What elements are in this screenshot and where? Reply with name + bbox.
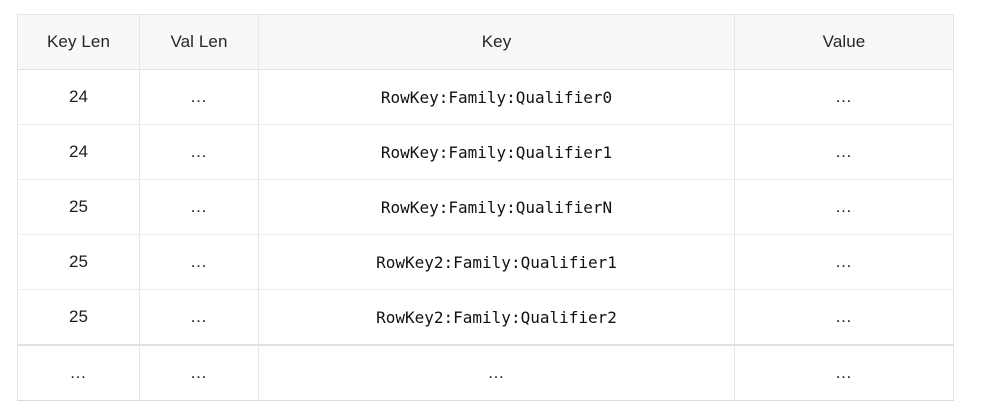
cell-key-len: 25 [17, 234, 140, 290]
cell-key-len: … [17, 344, 140, 401]
cell-key: RowKey2:Family:Qualifier2 [258, 289, 735, 346]
cell-key-len: 24 [17, 69, 140, 125]
cell-key: RowKey:Family:Qualifier0 [258, 69, 735, 125]
column-header-key: Key [258, 14, 735, 70]
cell-value: … [734, 124, 954, 180]
cell-val-len: … [139, 289, 259, 346]
cell-value: … [734, 69, 954, 125]
key-value-table-container: Key Len Val Len Key Value 24 … RowKey:Fa… [17, 14, 954, 401]
column-header-val-len: Val Len [139, 14, 259, 70]
cell-key-len: 25 [17, 289, 140, 346]
cell-val-len: … [139, 69, 259, 125]
cell-value: … [734, 344, 954, 401]
cell-val-len: … [139, 124, 259, 180]
table-row: 24 … RowKey:Family:Qualifier1 … [17, 124, 954, 180]
table-header-row: Key Len Val Len Key Value [17, 14, 954, 70]
table-row-continuation: … … … … [17, 344, 954, 401]
cell-value: … [734, 289, 954, 346]
cell-value: … [734, 234, 954, 290]
cell-key: RowKey:Family:QualifierN [258, 179, 735, 235]
table-row: 25 … RowKey2:Family:Qualifier2 … [17, 289, 954, 346]
cell-key: RowKey:Family:Qualifier1 [258, 124, 735, 180]
cell-key-len: 25 [17, 179, 140, 235]
key-value-table: Key Len Val Len Key Value 24 … RowKey:Fa… [17, 14, 954, 401]
table-header: Key Len Val Len Key Value [17, 14, 954, 70]
table-row: 24 … RowKey:Family:Qualifier0 … [17, 69, 954, 125]
column-header-key-len: Key Len [17, 14, 140, 70]
column-header-value: Value [734, 14, 954, 70]
cell-value: … [734, 179, 954, 235]
table-row: 25 … RowKey2:Family:Qualifier1 … [17, 234, 954, 290]
table-body: 24 … RowKey:Family:Qualifier0 … 24 … Row… [17, 69, 954, 401]
table-row: 25 … RowKey:Family:QualifierN … [17, 179, 954, 235]
cell-val-len: … [139, 179, 259, 235]
cell-key-len: 24 [17, 124, 140, 180]
cell-key: RowKey2:Family:Qualifier1 [258, 234, 735, 290]
cell-val-len: … [139, 344, 259, 401]
cell-val-len: … [139, 234, 259, 290]
cell-key: … [258, 344, 735, 401]
